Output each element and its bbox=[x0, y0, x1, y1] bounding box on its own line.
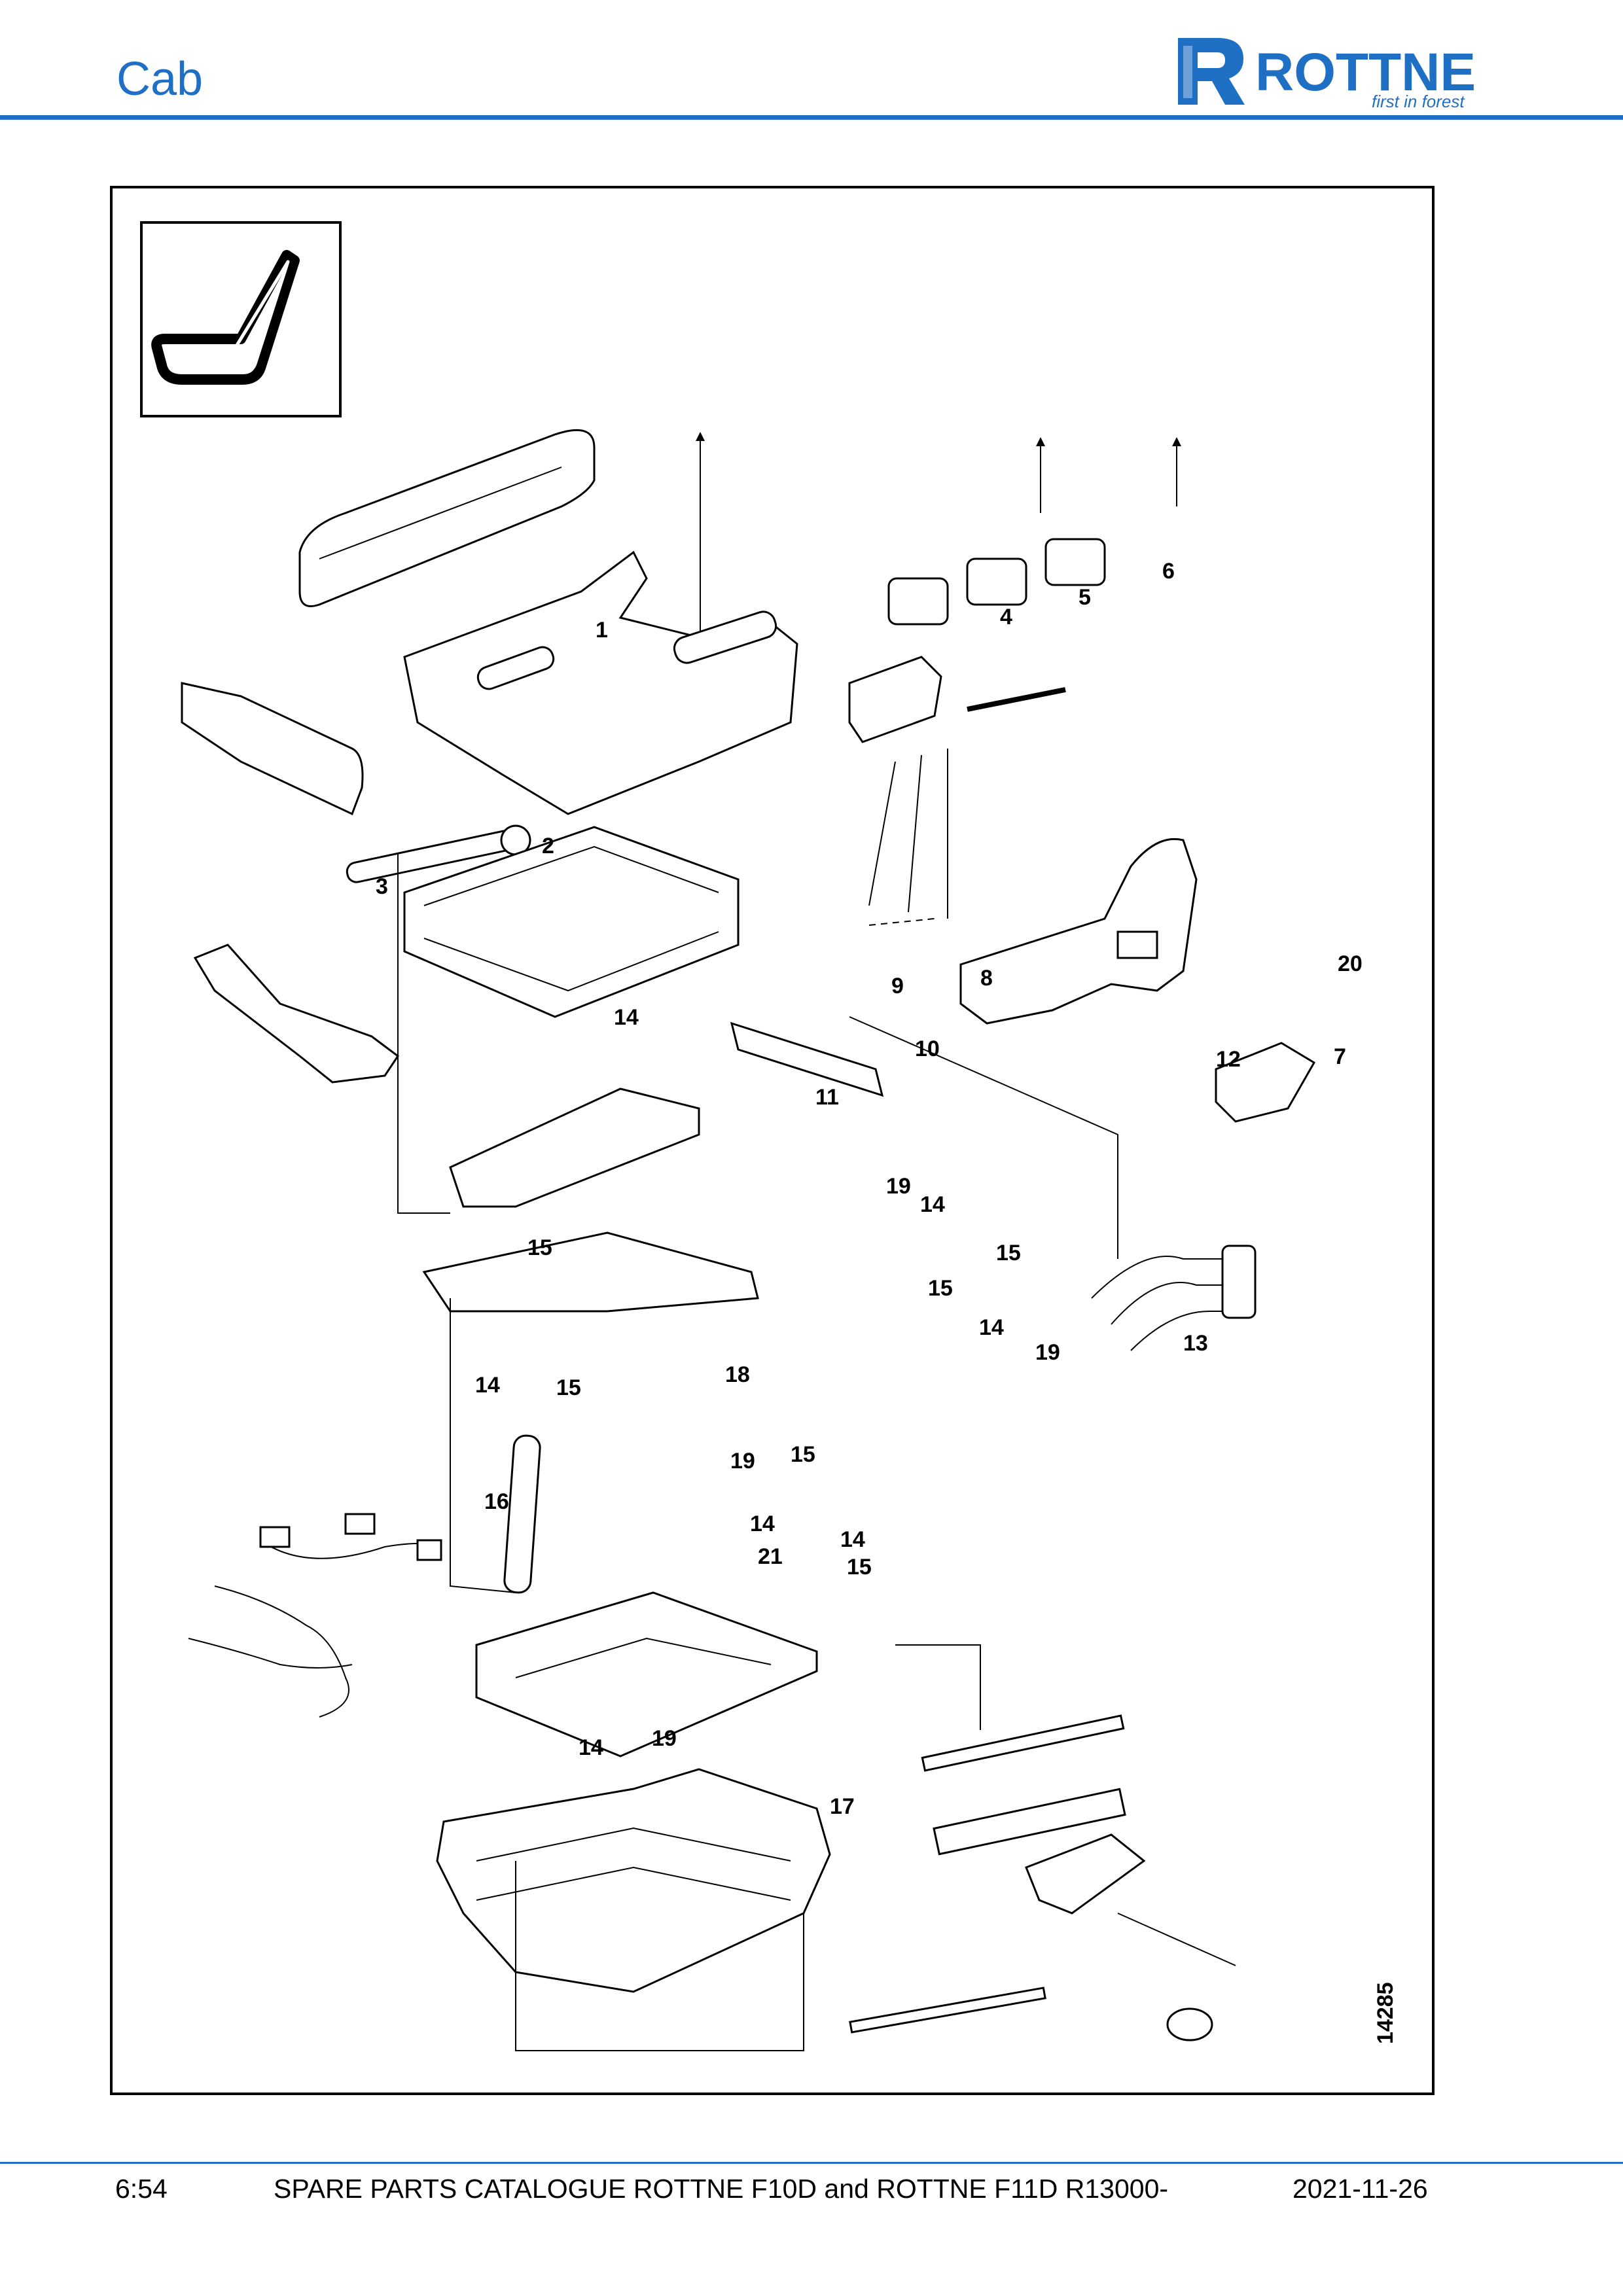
damper bbox=[730, 1021, 884, 1097]
slide-rail-mid bbox=[933, 1788, 1126, 1856]
logo-wordmark: ROTTNE bbox=[1255, 43, 1476, 102]
drawing-number: 14285 bbox=[1373, 1982, 1398, 2044]
callout-15-e: 15 bbox=[791, 1442, 815, 1467]
callout-4: 4 bbox=[1000, 605, 1012, 629]
callout-17: 17 bbox=[830, 1794, 855, 1819]
backrest-cushion bbox=[298, 429, 596, 607]
seat-symbol-box bbox=[140, 221, 342, 417]
air-valve-buttons bbox=[887, 538, 1106, 626]
rottne-logo: ROTTNE first in forest bbox=[1178, 38, 1476, 110]
seat-icon bbox=[151, 250, 300, 385]
footer-document-title: SPARE PARTS CATALOGUE ROTTNE F10D and RO… bbox=[274, 2174, 1169, 2204]
header-divider bbox=[0, 115, 1623, 120]
callout-14-b: 14 bbox=[920, 1192, 945, 1217]
armrest bbox=[959, 838, 1198, 1025]
callout-19-c: 19 bbox=[730, 1449, 755, 1474]
callout-11: 11 bbox=[815, 1085, 839, 1110]
valve-block bbox=[848, 656, 942, 743]
callout-14-g: 14 bbox=[579, 1735, 603, 1760]
exploded-seat-drawing: 1 2 3 4 5 6 7 8 9 10 11 12 13 14 14 14 1… bbox=[181, 429, 1398, 2051]
callout-6: 6 bbox=[1162, 559, 1175, 584]
callout-10: 10 bbox=[915, 1036, 940, 1061]
callout-16: 16 bbox=[484, 1489, 509, 1514]
page-section-title: Cab bbox=[116, 53, 204, 105]
callout-15-a: 15 bbox=[527, 1235, 552, 1260]
scissor-link-lower bbox=[422, 1231, 759, 1313]
footer-divider bbox=[0, 2162, 1623, 2164]
callout-14-a: 14 bbox=[614, 1005, 639, 1030]
callout-18: 18 bbox=[725, 1362, 750, 1387]
slide-rail-upper bbox=[921, 1714, 1125, 1772]
logo-tagline: first in forest bbox=[1372, 92, 1465, 110]
callout-15-b: 15 bbox=[996, 1241, 1021, 1265]
callout-9: 9 bbox=[891, 974, 904, 998]
callout-21: 21 bbox=[758, 1544, 783, 1569]
figure-frame bbox=[110, 186, 1435, 2095]
callout-19-b: 19 bbox=[1035, 1340, 1060, 1365]
callout-1: 1 bbox=[596, 618, 608, 643]
callout-14-c: 14 bbox=[979, 1315, 1004, 1340]
callout-14-e: 14 bbox=[840, 1527, 865, 1552]
slide-rail-frame bbox=[403, 826, 740, 1018]
callout-5: 5 bbox=[1079, 585, 1091, 610]
base-plate bbox=[475, 1591, 818, 1757]
lower-shroud bbox=[436, 1768, 831, 1993]
recline-lever bbox=[193, 944, 400, 1084]
footer-page-number: 6:54 bbox=[115, 2174, 168, 2204]
gear-rack bbox=[849, 1987, 1046, 2034]
scissor-link-upper bbox=[449, 1087, 700, 1208]
rottne-r-emblem-icon bbox=[1178, 38, 1245, 105]
callout-19-a: 19 bbox=[886, 1174, 911, 1199]
callout-13: 13 bbox=[1183, 1331, 1208, 1356]
callout-15-c: 15 bbox=[928, 1276, 953, 1301]
callout-7: 7 bbox=[1334, 1044, 1346, 1069]
callout-15-d: 15 bbox=[556, 1375, 581, 1400]
front-cushion bbox=[181, 682, 364, 816]
callout-3: 3 bbox=[376, 874, 388, 899]
control-knob-housing bbox=[1215, 1042, 1316, 1123]
callout-15-f: 15 bbox=[847, 1555, 872, 1580]
callout-19-d: 19 bbox=[652, 1726, 677, 1751]
callout-2: 2 bbox=[542, 834, 554, 858]
callout-14-f: 14 bbox=[750, 1511, 775, 1536]
callout-8: 8 bbox=[980, 966, 993, 991]
slide-lock-lever bbox=[1025, 1833, 1146, 1915]
upper-seat-frame bbox=[403, 550, 798, 815]
callout-20: 20 bbox=[1338, 951, 1363, 976]
air-spring-cylinder bbox=[503, 1434, 541, 1594]
footer-date: 2021-11-26 bbox=[1293, 2174, 1428, 2204]
callout-14-d: 14 bbox=[475, 1373, 500, 1398]
callout-12: 12 bbox=[1216, 1047, 1241, 1072]
